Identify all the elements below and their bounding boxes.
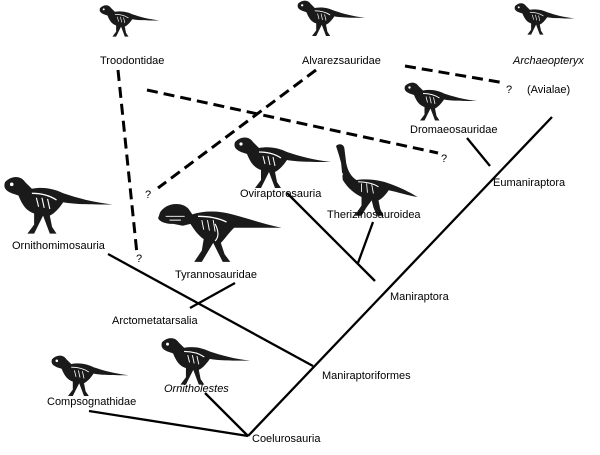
label-oviraptorosauria: Oviraptorosauria xyxy=(240,188,322,200)
tyrannosauridae-branch-line xyxy=(189,281,236,310)
label-coelurosauria: Coelurosauria xyxy=(252,433,321,445)
alvarezsaurid-skeleton-icon xyxy=(297,0,366,37)
uncertain-links xyxy=(116,64,506,255)
troodontidae-dashed-line xyxy=(116,69,139,255)
label-tyrannosauridae: Tyrannosauridae xyxy=(175,269,257,281)
label-ornitholestes: Ornitholestes xyxy=(164,383,229,395)
label-troodontidae: Troodontidae xyxy=(100,55,164,67)
label-arctometatarsalia: Arctometatarsalia xyxy=(112,315,198,327)
uncertain-marker: ? xyxy=(136,253,142,265)
compsognathid-skeleton-icon xyxy=(51,355,130,397)
label-eumaniraptora: Eumaniraptora xyxy=(493,177,566,189)
archaeopteryx-skeleton-icon xyxy=(514,2,575,35)
troodontid-skeleton-icon xyxy=(99,4,160,37)
troodontidae-dromaeosauridae-dashed-line xyxy=(146,88,439,155)
uncertain-marker: ? xyxy=(145,189,151,201)
label-avialae: (Avialae) xyxy=(527,84,570,96)
oviraptorosauria-branch-line xyxy=(286,192,376,282)
label-alvarezsauridae: Alvarezsauridae xyxy=(302,55,381,67)
label-dromaeosauridae: Dromaeosauridae xyxy=(410,124,497,136)
label-compsognathidae: Compsognathidae xyxy=(47,396,136,408)
oviraptorosaur-skeleton-icon xyxy=(233,136,332,189)
dromaeosauridae-branch-line xyxy=(466,137,491,167)
label-maniraptora: Maniraptora xyxy=(390,291,450,303)
tree-branches xyxy=(88,116,553,438)
uncertain-marker: ? xyxy=(506,84,512,96)
ornitholestes-skeleton-icon xyxy=(160,337,251,386)
alvarezsauridae-archaeopteryx-dashed-line xyxy=(404,64,506,85)
label-ornithomimosauria: Ornithomimosauria xyxy=(12,240,106,252)
alvarezsauridae-dashed-line xyxy=(157,68,317,190)
compsognathidae-branch-line xyxy=(88,409,249,438)
dromaeosaurid-skeleton-icon xyxy=(404,82,478,121)
ornithomimosaur-skeleton-icon xyxy=(3,176,114,235)
label-therizinosauroidea: Therizinosauroidea xyxy=(327,209,421,221)
label-maniraptoriformes: Maniraptoriformes xyxy=(322,370,411,382)
therizinosaur-skeleton-icon xyxy=(335,143,419,217)
label-archaeopteryx: Archaeopteryx xyxy=(512,55,584,67)
therizinosauroidea-branch-line xyxy=(356,221,375,264)
main-stem-line xyxy=(247,116,553,437)
ornitholestes-branch-line xyxy=(204,392,249,437)
uncertain-marker: ? xyxy=(441,153,447,165)
tyrannosaurid-skeleton-icon xyxy=(157,203,283,263)
arctometatarsalia-branch-line xyxy=(107,252,314,368)
